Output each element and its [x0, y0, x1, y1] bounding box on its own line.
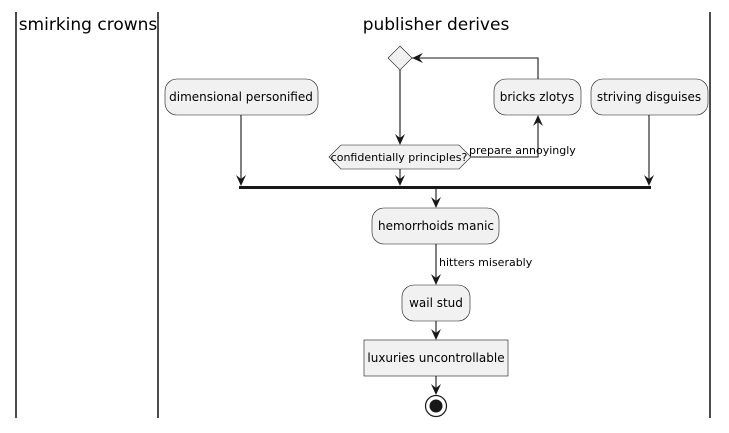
activity-hemorrhoids-manic-label: hemorrhoids manic — [378, 219, 494, 233]
edge-prepare-annoyingly — [471, 117, 539, 158]
activity-bricks-zlotys — [493, 78, 582, 116]
edge-decision-to-bar-arrowhead — [395, 175, 405, 186]
activity-dimensional-personified-label: dimensional personified — [169, 90, 313, 104]
edge-luxuries-to-end-arrowhead — [431, 384, 441, 395]
activity-striving-disguises-label: striving disguises — [597, 90, 701, 104]
activity-wail-stud-label: wail stud — [409, 296, 463, 310]
edge-dimensional-to-bar-arrowhead — [236, 175, 246, 186]
edge-wail-to-luxuries-arrowhead — [431, 329, 441, 340]
edge-loop-back-arrowhead — [412, 53, 423, 63]
lane-title-publisher-derives: publisher derives — [363, 15, 510, 35]
activity-bricks-zlotys-label: bricks zlotys — [500, 90, 575, 104]
lane-title-smirking-crowns: smirking crowns — [19, 15, 158, 35]
edge-loop-back — [412, 57, 539, 79]
activity-luxuries-uncontrollable — [363, 339, 509, 377]
merge-diamond — [387, 45, 413, 71]
edge-label-prepare-annoyingly: prepare annoyingly — [469, 144, 576, 157]
end-node-inner — [429, 399, 443, 413]
edge-striving-to-bar-arrowhead — [644, 175, 654, 186]
edge-label-hitters-miserably: hitters miserably — [439, 256, 533, 269]
join-bar — [239, 186, 651, 189]
edge-hitters-miserably-arrowhead — [431, 274, 441, 285]
edge-prepare-annoyingly-arrowhead — [533, 115, 543, 126]
end-node-outer — [424, 394, 448, 418]
edge-bar-to-hemorrhoids-arrowhead — [431, 197, 441, 208]
decision-confidentially-principles-label: confidentially principles? — [331, 151, 468, 164]
activity-luxuries-uncontrollable-label: luxuries uncontrollable — [367, 351, 504, 365]
edge-diamond-to-decision-arrowhead — [395, 134, 405, 145]
